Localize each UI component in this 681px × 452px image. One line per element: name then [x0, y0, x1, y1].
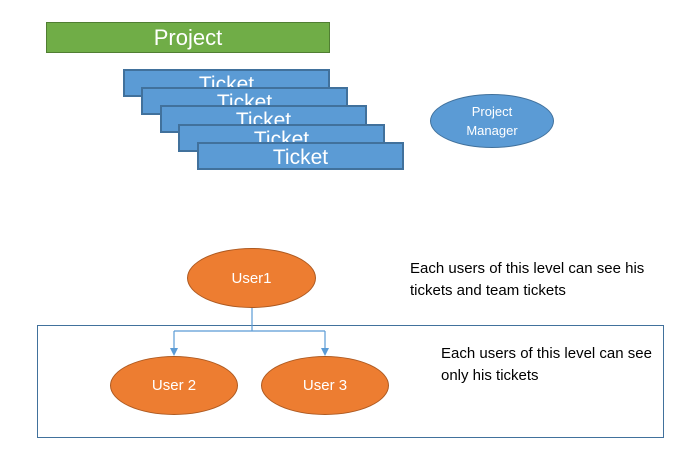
bottom-level-note: Each users of this level can see only hi… [441, 343, 656, 387]
top-level-note-text: Each users of this level can see his tic… [410, 260, 645, 299]
top-level-note: Each users of this level can see his tic… [410, 258, 655, 302]
project-box: Project [46, 22, 330, 53]
user2-label: User 2 [151, 377, 197, 394]
arrowhead-user2 [170, 348, 178, 356]
project-manager-label: Project Manager [466, 104, 518, 138]
project-label: Project [153, 25, 223, 50]
project-manager-node: Project Manager [430, 94, 554, 148]
user3-node: User 3 [261, 356, 389, 415]
ticket-label: Ticket [272, 146, 329, 169]
ticket-card-5: Ticket [197, 142, 404, 170]
arrowhead-user3 [321, 348, 329, 356]
bottom-level-note-text: Each users of this level can see only hi… [441, 345, 652, 384]
user2-node: User 2 [110, 356, 238, 415]
user3-label: User 3 [302, 377, 348, 394]
user1-node: User1 [187, 248, 316, 308]
user1-label: User1 [231, 269, 272, 287]
team-level-frame [37, 325, 664, 438]
